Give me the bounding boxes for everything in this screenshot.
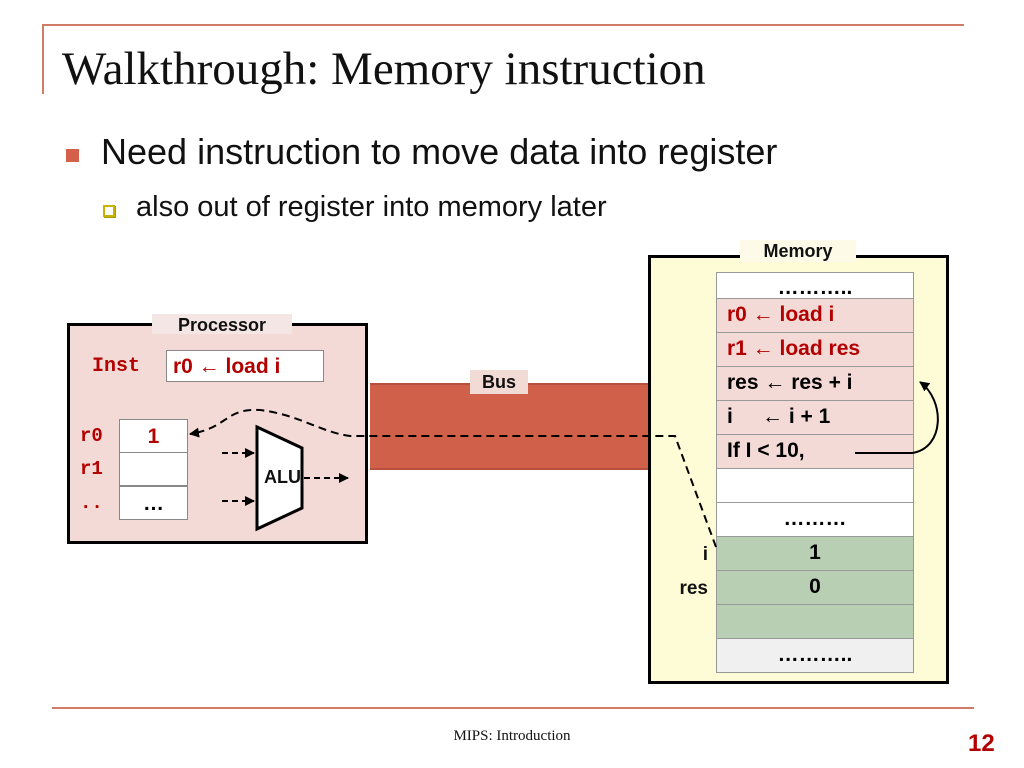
bullet-hollow-square-icon: [103, 205, 115, 217]
processor-label: Processor: [152, 314, 292, 335]
memory-cell: ………: [716, 503, 914, 537]
register-cell-more: …: [119, 486, 188, 520]
memory-cell: ………..: [716, 272, 914, 299]
memory-cell-res: 0: [716, 571, 914, 605]
loop-back-arrow: [855, 381, 939, 454]
page-number: 12: [968, 730, 995, 757]
bus-label: Bus: [470, 370, 528, 394]
memory-cell-i: 1: [716, 537, 914, 571]
inst-label: Inst: [92, 355, 141, 378]
register-cell-r1: [119, 452, 188, 486]
alu-shape: [255, 424, 304, 532]
bullet-level1: Need instruction to move data into regis…: [101, 131, 778, 172]
footer-text: MIPS: Introduction: [453, 728, 571, 744]
left-rule: [42, 24, 44, 94]
register-name-r0: r0: [80, 425, 103, 447]
bottom-rule: [52, 707, 974, 709]
bullet-level2: also out of register into memory later: [136, 191, 607, 223]
slide-title: Walkthrough: Memory instruction: [62, 43, 706, 95]
memory-cell: If I < 10,: [716, 435, 914, 469]
memory-cell: res ← res + i: [716, 367, 914, 401]
memory-cell: r1 ← load res: [716, 333, 914, 367]
register-name-more: ..: [80, 492, 103, 514]
memory-var-label-i: i: [702, 544, 708, 565]
bullet-square-icon: [66, 149, 79, 162]
memory-cell: i ← i + 1: [716, 401, 914, 435]
top-rule: [42, 24, 964, 26]
memory-label: Memory: [740, 240, 856, 262]
memory-cells: ……….. r0 ← load i r1 ← load res res ← re…: [716, 272, 914, 673]
memory-cell: [716, 605, 914, 639]
memory-cell: [716, 469, 914, 503]
memory-cell: ………..: [716, 639, 914, 673]
inst-register: r0 ← load i: [166, 350, 324, 382]
load-data-path: [189, 408, 717, 548]
memory-var-label-res: res: [679, 578, 708, 599]
register-name-r1: r1: [80, 458, 103, 480]
alu-label: ALU: [264, 467, 301, 487]
memory-cell: r0 ← load i: [716, 299, 914, 333]
